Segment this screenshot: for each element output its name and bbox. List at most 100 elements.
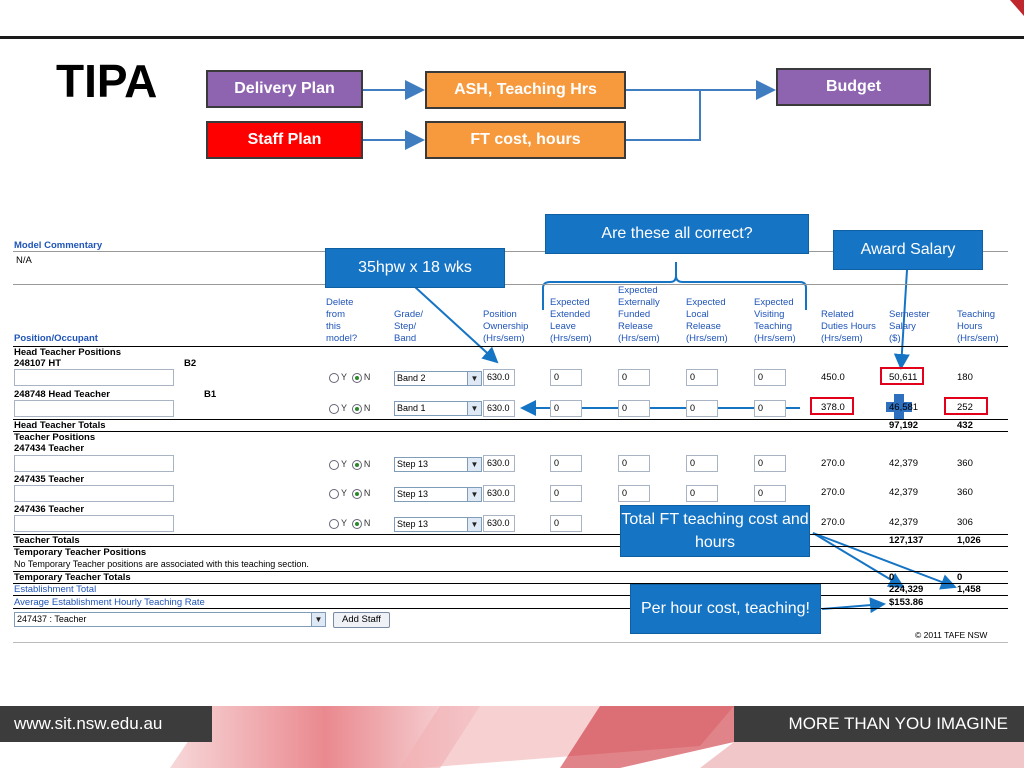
head-row-1-band-select[interactable]: Band 2▼ (394, 371, 482, 386)
teaching-highlight-box (944, 397, 988, 415)
teacher-totals-teaching: 1,026 (957, 535, 981, 546)
teacher-section-label: Teacher Positions (14, 432, 96, 443)
radio-n[interactable] (351, 518, 362, 529)
teacher-row-2-related: 270.0 (821, 487, 845, 498)
correct-callout: Are these all correct? (545, 214, 809, 254)
slide-title: TIPA (56, 55, 158, 107)
add-staff-button[interactable]: Add Staff (333, 612, 390, 628)
teacher-row-3-salary: 42,379 (889, 517, 919, 528)
head-row-2-funded[interactable]: 0 (618, 400, 650, 417)
head-row-2-ownership[interactable]: 630.0 (483, 400, 515, 417)
ft-cost-box: FT cost, hours (425, 121, 626, 159)
divider (13, 608, 1008, 609)
teacher-row-3-delete-radio[interactable]: Y N (329, 518, 370, 529)
position-occupant-header: Position/Occupant (14, 333, 98, 344)
teacher-row-1-salary: 42,379 (889, 458, 919, 469)
award-callout: Award Salary (833, 230, 983, 270)
teacher-row-2-local[interactable]: 0 (686, 485, 718, 502)
head-row-2-leave[interactable]: 0 (550, 400, 582, 417)
teacher-row-1-leave[interactable]: 0 (550, 455, 582, 472)
head-row-2-band-select[interactable]: Band 1▼ (394, 401, 482, 416)
head-row-2-visiting[interactable]: 0 (754, 400, 786, 417)
tipa-screenshot: Model Commentary N/A Position/Occupant D… (13, 236, 1008, 644)
head-row-1-funded[interactable]: 0 (618, 369, 650, 386)
teacher-row-3-occupant-input[interactable] (14, 515, 174, 532)
teacher-totals-salary: 127,137 (889, 535, 924, 546)
grade-header: Grade/Step/Band (394, 309, 424, 344)
teacher-row-2-visiting[interactable]: 0 (754, 485, 786, 502)
chevron-down-icon[interactable]: ▼ (467, 402, 481, 415)
radio-y[interactable] (329, 372, 339, 383)
teacher-row-1-teaching: 360 (957, 458, 973, 469)
radio-n[interactable] (351, 372, 362, 383)
radio-y[interactable] (329, 403, 339, 414)
teacher-row-1-visiting[interactable]: 0 (754, 455, 786, 472)
head-row-1-delete-radio[interactable]: Y N (329, 372, 370, 383)
teacher-row-1-ownership[interactable]: 630.0 (483, 455, 515, 472)
head-totals-label: Head Teacher Totals (14, 420, 106, 431)
staff-select[interactable]: 247437 : Teacher▼ (14, 612, 326, 627)
teacher-totals-label: Teacher Totals (14, 535, 80, 546)
temp-note: No Temporary Teacher positions are assoc… (14, 559, 309, 569)
head-row-1-related: 450.0 (821, 372, 845, 383)
staff-plan-box: Staff Plan (206, 121, 363, 159)
establishment-total-label: Establishment Total (14, 584, 97, 595)
head-row-1-leave[interactable]: 0 (550, 369, 582, 386)
teacher-row-1-local[interactable]: 0 (686, 455, 718, 472)
model-commentary-label: Model Commentary (14, 240, 103, 251)
model-commentary-field[interactable]: N/A (13, 251, 1008, 285)
red-corner-accent (1010, 0, 1024, 16)
head-row-1-local[interactable]: 0 (686, 369, 718, 386)
head-row-2-local[interactable]: 0 (686, 400, 718, 417)
footer-url[interactable]: www.sit.nsw.edu.au (0, 706, 212, 742)
head-totals-teaching: 432 (957, 420, 973, 431)
chevron-down-icon[interactable]: ▼ (467, 488, 481, 501)
teacher-row-3-ownership[interactable]: 630.0 (483, 515, 515, 532)
radio-y[interactable] (329, 488, 339, 499)
teacher-row-1-occupant-input[interactable] (14, 455, 174, 472)
head-row-1-teaching: 180 (957, 372, 973, 383)
radio-n[interactable] (351, 403, 362, 414)
head-row-2-delete-radio[interactable]: Y N (329, 403, 370, 414)
chevron-down-icon[interactable]: ▼ (467, 372, 481, 385)
chevron-down-icon[interactable]: ▼ (467, 458, 481, 471)
teacher-row-2-delete-radio[interactable]: Y N (329, 488, 370, 499)
teacher-row-2-funded[interactable]: 0 (618, 485, 650, 502)
radio-y[interactable] (329, 459, 339, 470)
teacher-row-1-step-select[interactable]: Step 13▼ (394, 457, 482, 472)
footer-decoration (170, 706, 1024, 768)
teacher-row-2-leave[interactable]: 0 (550, 485, 582, 502)
teacher-row-2-salary: 42,379 (889, 487, 919, 498)
head-row-1-visiting[interactable]: 0 (754, 369, 786, 386)
establishment-total-teaching: 1,458 (957, 584, 981, 595)
head-row-1-ownership[interactable]: 630.0 (483, 369, 515, 386)
teacher-row-2-step-select[interactable]: Step 13▼ (394, 487, 482, 502)
teacher-row-2-ownership[interactable]: 630.0 (483, 485, 515, 502)
teacher-row-1-delete-radio[interactable]: Y N (329, 459, 370, 470)
delivery-plan-box: Delivery Plan (206, 70, 363, 108)
radio-n[interactable] (351, 459, 362, 470)
radio-n[interactable] (351, 488, 362, 499)
teacher-row-3-step-select[interactable]: Step 13▼ (394, 517, 482, 532)
teacher-row-2-occupant-input[interactable] (14, 485, 174, 502)
head-row-1-level: B2 (184, 358, 197, 369)
head-row-1-occupant-input[interactable] (14, 369, 174, 386)
head-row-2-occupant-input[interactable] (14, 400, 174, 417)
teacher-row-1-related: 270.0 (821, 458, 845, 469)
chevron-down-icon[interactable]: ▼ (311, 613, 325, 626)
head-row-1-id: 248107 HT (14, 358, 62, 369)
head-section-label: Head Teacher Positions (14, 347, 121, 358)
chevron-down-icon[interactable]: ▼ (467, 518, 481, 531)
radio-y[interactable] (329, 518, 339, 529)
teacher-row-3-leave[interactable]: 0 (550, 515, 582, 532)
head-row-2-id: 248748 Head Teacher (14, 389, 110, 400)
teacher-row-1-funded[interactable]: 0 (618, 455, 650, 472)
budget-box: Budget (776, 68, 931, 106)
temp-section-label: Temporary Teacher Positions (14, 547, 147, 558)
